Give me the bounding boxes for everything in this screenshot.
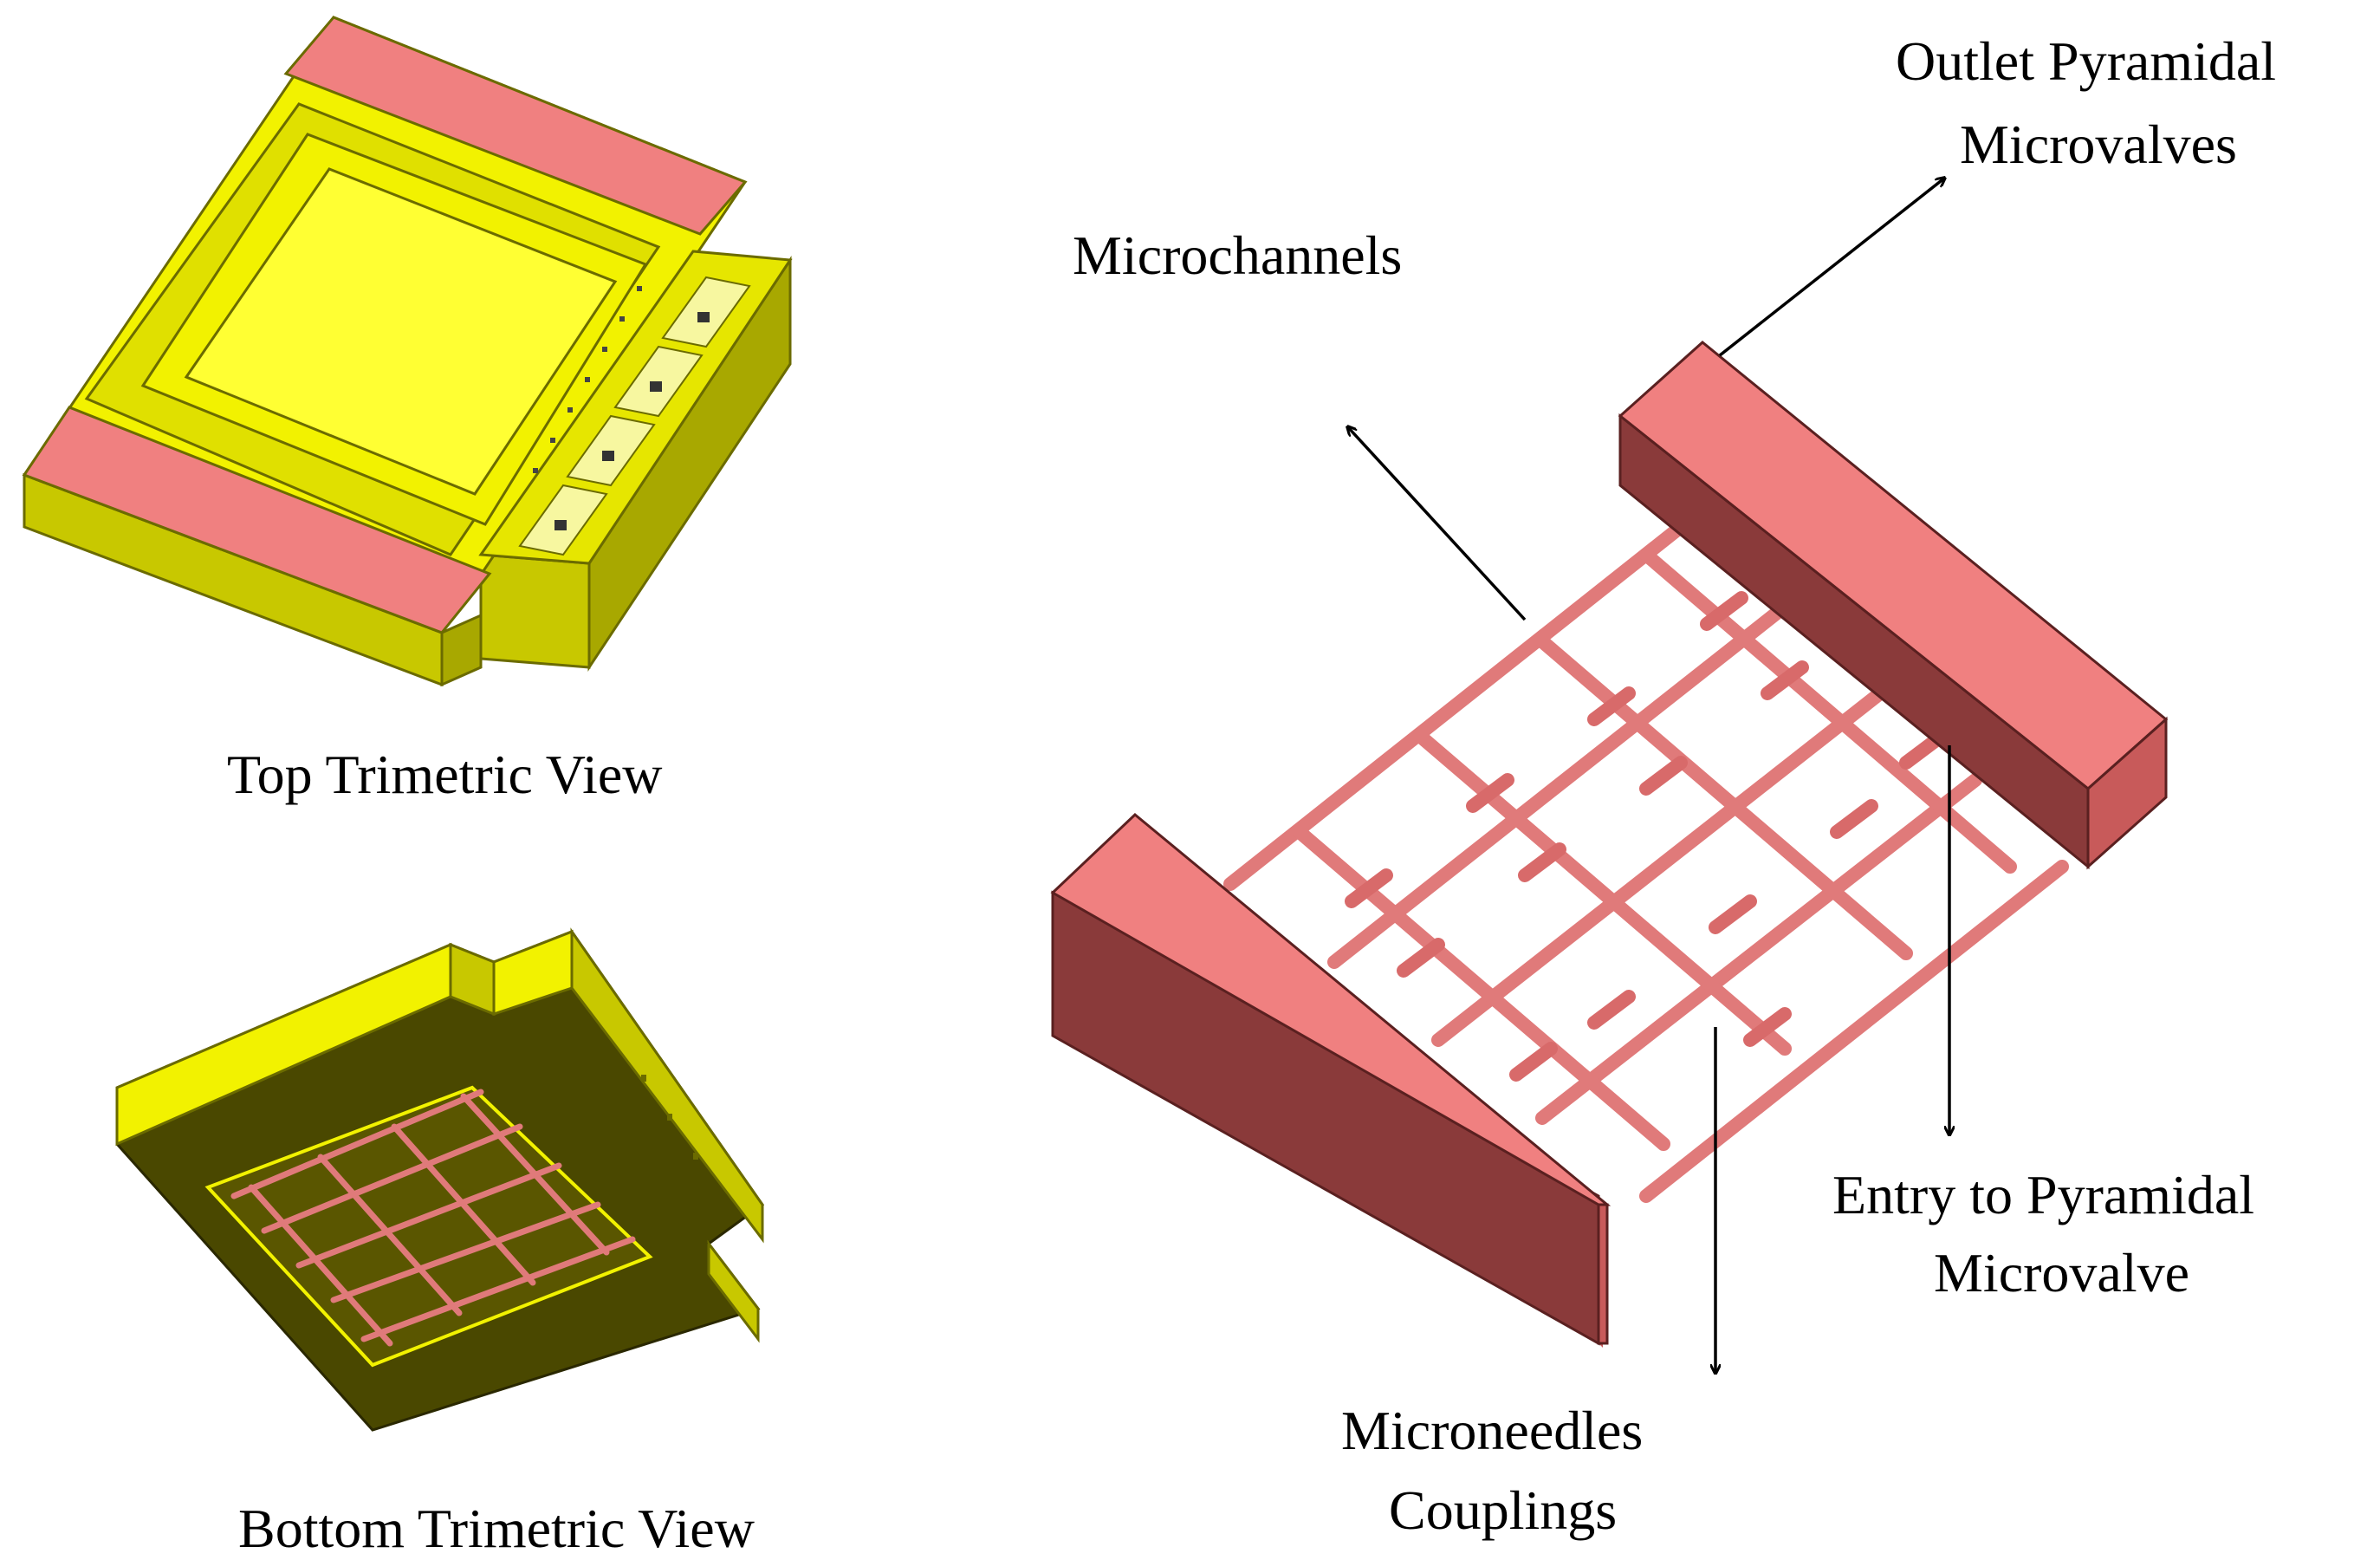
bottom-view-caption: Bottom Trimetric View <box>238 1498 755 1559</box>
inlet-block <box>1050 812 1612 1348</box>
microchannels-arrow <box>1347 426 1527 621</box>
couplings-label-line1: Microneedles <box>1341 1400 1643 1461</box>
annotation-arrows <box>1347 178 1949 1374</box>
microchannel-assembly <box>1050 341 2169 1348</box>
top-view-caption: Top Trimetric View <box>227 744 663 805</box>
outlet-label-line2: Microvalves <box>1960 114 2237 175</box>
outlet-label-line1: Outlet Pyramidal <box>1896 30 2276 92</box>
entry-label-line1: Entry to Pyramidal <box>1832 1164 2254 1225</box>
outlet-arrow <box>1718 178 1945 357</box>
side-compartment-cells <box>518 276 751 556</box>
microchannel-grid <box>1223 513 2069 1203</box>
couplings-label-line2: Couplings <box>1389 1479 1617 1541</box>
top-view-end-block-upper <box>283 16 748 236</box>
top-trimetric-view <box>22 16 793 687</box>
microchannels-label: Microchannels <box>1073 224 1402 286</box>
outlet-block <box>1618 341 2169 870</box>
bottom-trimetric-view <box>115 927 765 1432</box>
bottom-view-microchannel-grid <box>230 1089 636 1347</box>
top-view-end-block-lower <box>22 406 492 634</box>
entry-label-line2: Microvalve <box>1934 1242 2189 1303</box>
